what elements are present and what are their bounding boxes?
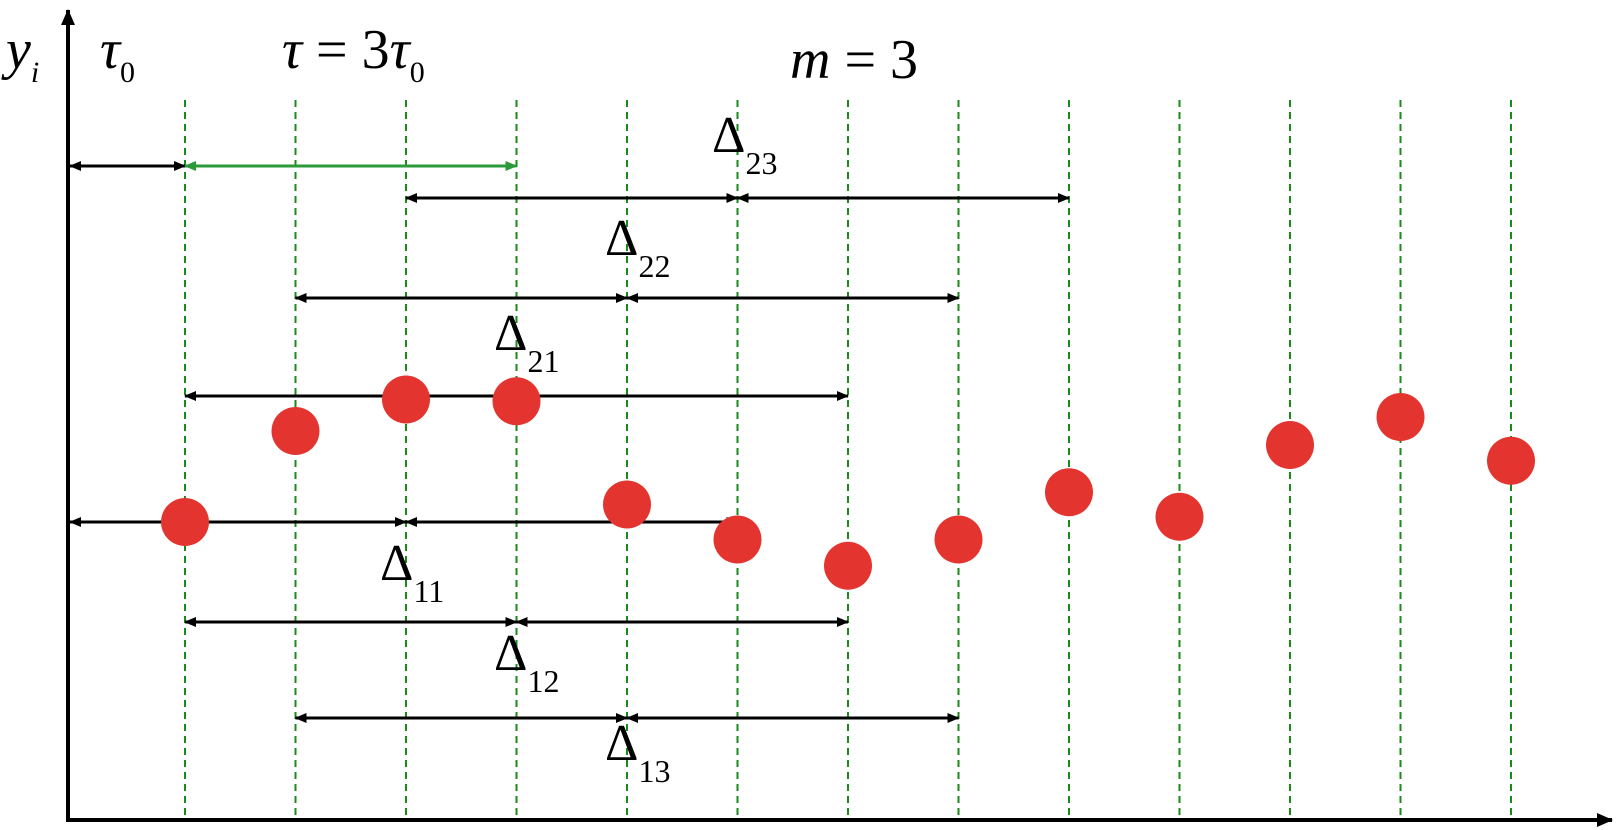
data-point	[382, 375, 430, 424]
delta-22-label: Δ22	[605, 210, 670, 284]
data-point	[1376, 393, 1425, 441]
tau0-label: τ0	[100, 19, 135, 89]
tau-equation: τ = 3τ0	[282, 19, 425, 89]
data-point	[1045, 468, 1093, 517]
delta-21-label: Δ21	[494, 305, 559, 379]
delta-13-label: Δ13	[605, 715, 670, 789]
data-point	[1155, 492, 1204, 541]
data-point	[492, 377, 541, 426]
data-point	[934, 515, 983, 564]
y-axis-label: yi	[1, 19, 39, 89]
data-point	[603, 480, 651, 529]
data-point	[1266, 421, 1314, 469]
grid-lines	[184, 100, 1512, 818]
data-point	[1487, 436, 1535, 485]
delta-12-label: Δ12	[494, 625, 559, 699]
m-equation: m = 3	[790, 29, 918, 91]
interval-arrows	[69, 161, 1070, 723]
data-point	[161, 498, 209, 546]
data-point	[713, 515, 762, 564]
delta-23-label: Δ23	[712, 107, 777, 181]
data-point	[271, 407, 320, 455]
data-point	[824, 541, 872, 590]
delta-11-label: Δ11	[380, 535, 444, 609]
data-points	[161, 375, 1535, 590]
